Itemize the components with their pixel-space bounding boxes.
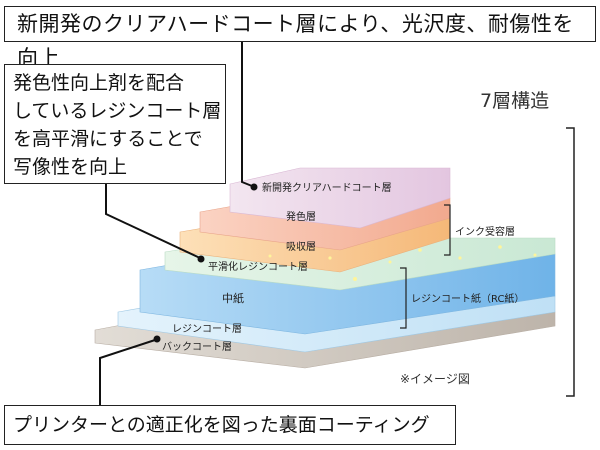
leader-left	[105, 184, 201, 259]
leader-bottom-dot	[153, 335, 161, 343]
label-core-paper: 中紙	[222, 292, 244, 305]
glitter-dots	[268, 245, 537, 281]
callout-line: 発色性向上剤を配合	[13, 72, 185, 94]
structure-title: 7層構造	[480, 90, 550, 112]
callout-line: しているレジンコート層	[13, 100, 222, 122]
label-ink-receiving: インク受容層	[455, 227, 515, 238]
bracket-rc-paper	[400, 267, 407, 329]
leader-bottom	[99, 339, 156, 405]
label-back-coat: バックコート層	[162, 342, 232, 353]
label-color-layer: 発色層	[286, 212, 316, 223]
callout-clear-coat: 新開発のクリアハードコート層により、光沢度、耐傷性を向上	[4, 6, 596, 70]
bracket-7-layers	[566, 127, 575, 397]
leader-top	[241, 42, 253, 187]
callout-line: を高平滑にすることで	[13, 128, 203, 150]
label-rc-paper: レジンコート紙（RC紙）	[411, 294, 525, 305]
label-resin-coat: レジンコート層	[172, 324, 242, 335]
label-smoothing-resin: 平滑化レジンコート層	[208, 262, 308, 273]
label-absorb-layer: 吸収層	[286, 242, 316, 253]
leader-top-dot	[250, 183, 258, 191]
label-clear-hard-coat: 新開発クリアハードコート層	[262, 183, 392, 194]
clear-hard-coat-layer	[229, 167, 451, 229]
callout-line: 写像性を向上	[13, 156, 128, 178]
image-note: ※イメージ図	[400, 372, 470, 386]
leader-left-dot	[197, 255, 205, 263]
callout-smoothing: 発色性向上剤を配合 しているレジンコート層 を高平滑にすることで 写像性を向上	[4, 64, 226, 184]
bracket-ink-receiving	[444, 204, 451, 256]
callout-back-coat: プリンターとの適正化を図った裏面コーティング	[4, 405, 456, 445]
